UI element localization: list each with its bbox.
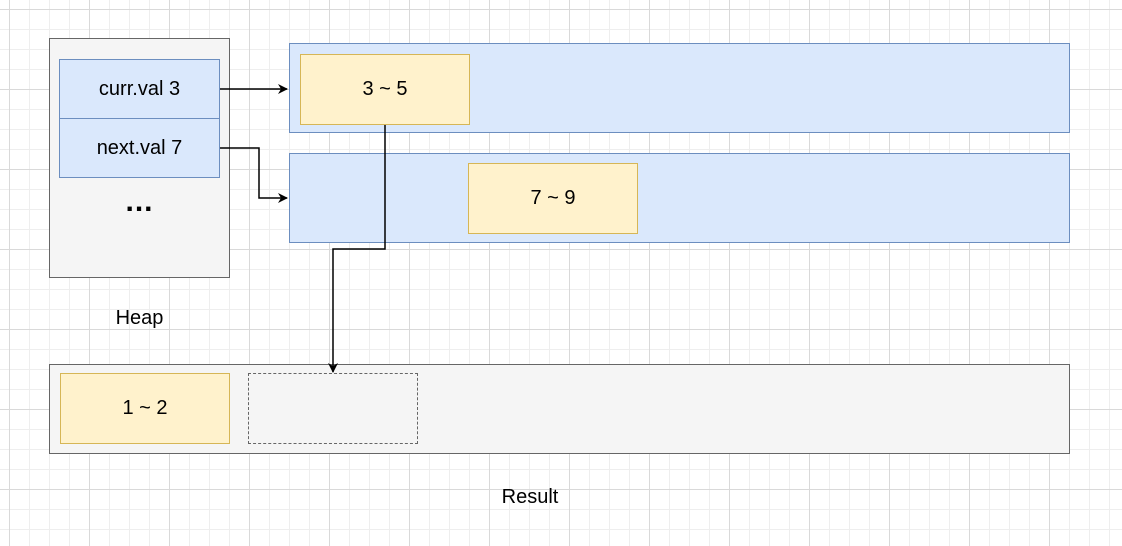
result-interval-node: 1 ~ 2	[60, 373, 230, 444]
result-caption: Result	[501, 486, 559, 508]
result-empty-slot	[248, 373, 418, 444]
heap-cell-next-label: next.val 7	[96, 136, 183, 159]
heap-cell-next: next.val 7	[59, 118, 220, 178]
interval-node-lane-1: 3 ~ 5	[300, 54, 470, 125]
arrow-interval-to-result	[328, 125, 386, 373]
heap-cell-curr-label: curr.val 3	[98, 77, 181, 100]
heap-ellipsis: ...	[125, 185, 154, 218]
arrow-next-to-lane-2	[220, 147, 288, 203]
list-lane-2	[289, 153, 1070, 243]
result-interval-node-label: 1 ~ 2	[122, 397, 168, 419]
interval-node-lane-2-label: 7 ~ 9	[530, 187, 576, 209]
interval-node-lane-2: 7 ~ 9	[468, 163, 638, 234]
heap-caption: Heap	[115, 307, 164, 329]
heap-cell-curr: curr.val 3	[59, 59, 220, 119]
interval-node-lane-1-label: 3 ~ 5	[362, 78, 408, 100]
